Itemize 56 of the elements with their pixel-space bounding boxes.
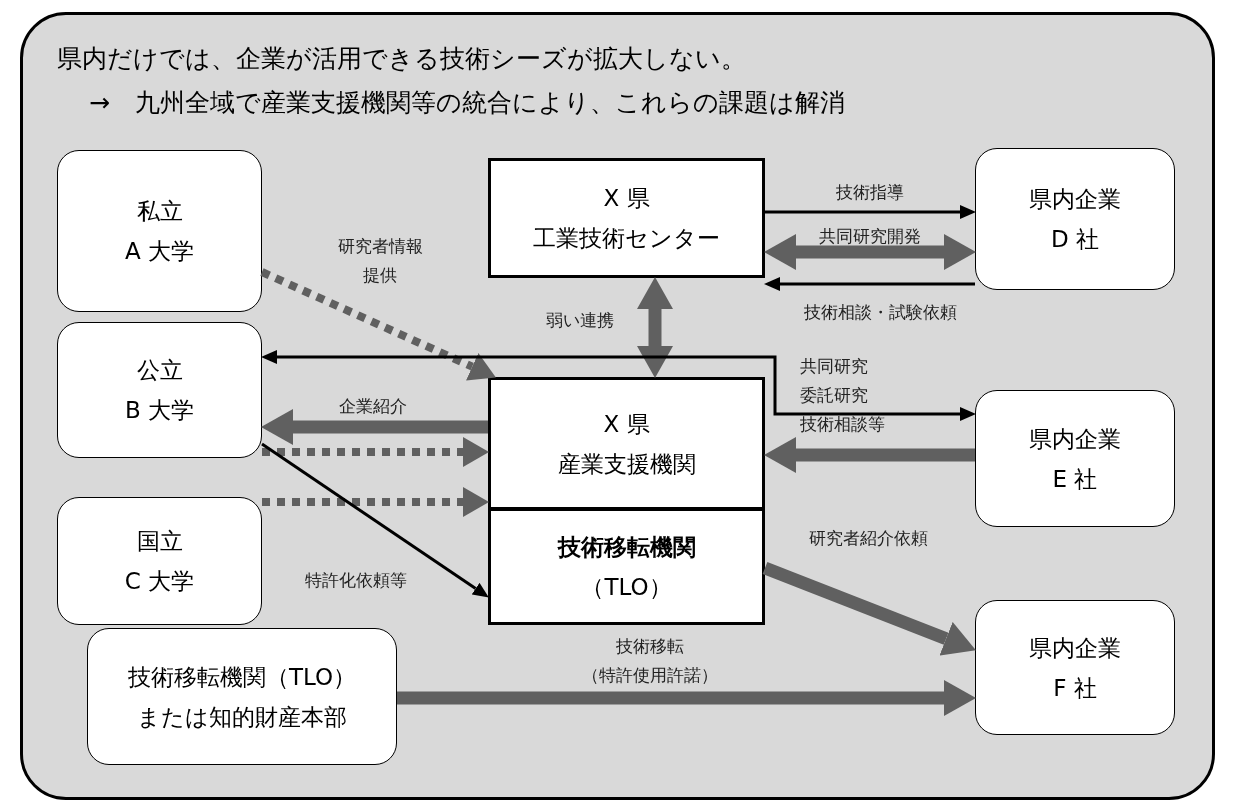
node-text: 産業支援機関 xyxy=(557,449,696,479)
dotted-arrow xyxy=(262,437,489,467)
node-text: A 大学 xyxy=(124,237,194,266)
node-text: 技術移転機関（TLO） xyxy=(127,662,357,692)
node-text: X 県 xyxy=(603,409,650,439)
node-text: E 社 xyxy=(1052,464,1098,494)
panel-frame xyxy=(20,12,1215,800)
rounded-box xyxy=(57,497,262,625)
node-text: 県内企業 xyxy=(1029,633,1121,663)
node-text: C 大学 xyxy=(124,567,195,596)
dotted-arrow xyxy=(262,487,489,517)
process-box xyxy=(488,158,765,278)
node-text: 技術移転機関 xyxy=(557,532,696,562)
node-text: 国立 xyxy=(136,527,183,556)
edge-label: 研究者紹介依頼 xyxy=(807,527,929,550)
arrow xyxy=(261,442,489,598)
node-text: （TLO） xyxy=(581,572,672,602)
arrow xyxy=(397,680,976,716)
node-text: B 大学 xyxy=(124,396,195,425)
process-box xyxy=(488,510,765,625)
rounded-box xyxy=(57,322,262,458)
edge-label: 技術相談・試験依頼 xyxy=(802,301,958,324)
node-text: 県内企業 xyxy=(1029,185,1121,214)
edge-label: 研究者情報提供 xyxy=(336,235,424,287)
arrow xyxy=(762,561,976,656)
edge-label: 企業紹介 xyxy=(338,395,408,418)
rounded-box xyxy=(975,148,1175,290)
process-box xyxy=(488,377,765,510)
rounded-box xyxy=(57,150,262,312)
arrow xyxy=(764,437,975,473)
dotted-arrow xyxy=(260,268,496,381)
arrow xyxy=(261,350,976,421)
heading-text: 県内だけでは、企業が活用できる技術シーズが拡大しない。 xyxy=(57,43,746,75)
edge-label: 技術指導 xyxy=(835,181,905,204)
heading-text: → 九州全域で産業支援機関等の統合により、これらの課題は解消 xyxy=(89,87,845,119)
edge-label: 特許化依頼等 xyxy=(304,569,408,592)
node-text: 公立 xyxy=(136,356,183,385)
rounded-box xyxy=(975,600,1175,735)
arrow xyxy=(764,277,975,291)
edge-label: 技術移転（特許使用許諾） xyxy=(581,635,719,687)
arrow xyxy=(764,234,976,270)
edge-label: 共同研究開発 xyxy=(818,225,922,248)
node-text: D 社 xyxy=(1051,225,1099,254)
arrow xyxy=(637,277,673,378)
edge-label: 共同研究委託研究技術相談等 xyxy=(800,355,886,436)
node-text: 県内企業 xyxy=(1029,424,1121,454)
edge-label: 弱い連携 xyxy=(545,309,615,332)
arrow xyxy=(261,409,488,445)
node-text: X 県 xyxy=(603,184,650,213)
arrow xyxy=(765,205,976,219)
rounded-box xyxy=(87,628,397,765)
rounded-box xyxy=(975,390,1175,527)
node-text: F 社 xyxy=(1053,673,1097,703)
node-text: または知的財産本部 xyxy=(137,702,347,732)
node-text: 私立 xyxy=(136,197,183,226)
node-text: 工業技術センター xyxy=(533,224,720,253)
